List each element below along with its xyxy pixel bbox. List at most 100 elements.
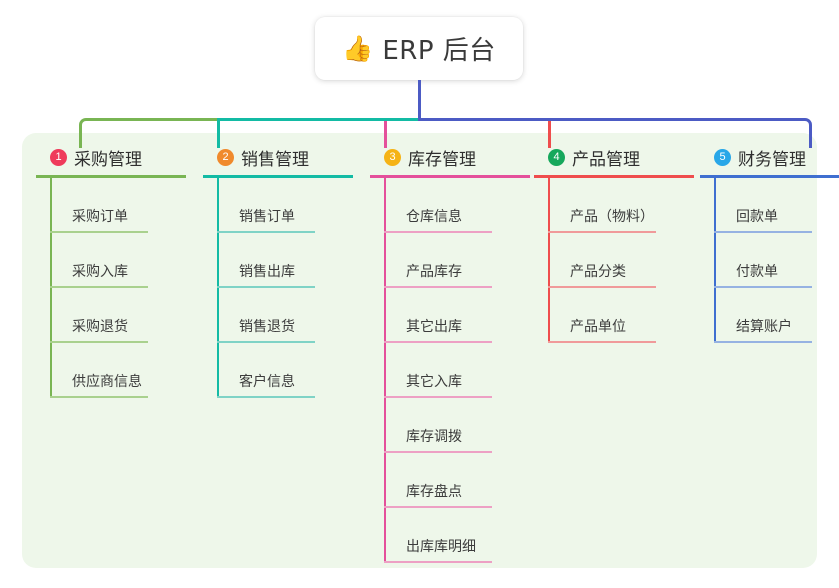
branch-item-label: 产品分类 xyxy=(570,264,626,280)
branch-number-badge: 3 xyxy=(384,148,401,166)
branch-item-rule xyxy=(217,341,315,343)
root-title: ERP 后台 xyxy=(382,36,496,66)
branch-item-label: 库存盘点 xyxy=(406,484,462,500)
branch-item-label: 采购退货 xyxy=(72,319,128,335)
root-node[interactable]: 👍 ERP 后台 xyxy=(315,17,523,80)
branch-item-label: 产品单位 xyxy=(570,319,626,335)
branch-item[interactable]: 回款单 xyxy=(714,178,839,233)
branch-item-rule xyxy=(714,231,812,233)
branch-item-rule xyxy=(50,341,148,343)
branch-item[interactable]: 销售出库 xyxy=(217,233,353,288)
branch-item-rule xyxy=(384,561,492,563)
branch-item-rule xyxy=(384,396,492,398)
branch-number-badge: 5 xyxy=(714,148,731,166)
branch-item[interactable]: 采购退货 xyxy=(50,288,186,343)
branch-item-label: 结算账户 xyxy=(736,319,792,335)
branch-item-label: 采购入库 xyxy=(72,264,128,280)
branch-item-label: 销售出库 xyxy=(239,264,295,280)
branch-spine xyxy=(384,178,386,563)
branch-drop-2 xyxy=(217,118,220,148)
branch-item-label: 产品（物料） xyxy=(570,209,654,225)
branch-header[interactable]: 4 产品管理 xyxy=(534,145,694,170)
branch-title: 财务管理 xyxy=(738,149,806,170)
branch-number-badge: 2 xyxy=(217,148,234,166)
trunk-elbow-left xyxy=(79,118,93,148)
branch-item-label: 其它入库 xyxy=(406,374,462,390)
branch-item-rule xyxy=(548,341,656,343)
branch-drop-3 xyxy=(384,118,387,148)
branch-item[interactable]: 出库库明细 xyxy=(384,508,530,563)
branch-item[interactable]: 结算账户 xyxy=(714,288,839,343)
branch-item[interactable]: 采购订单 xyxy=(50,178,186,233)
branch-item-rule xyxy=(217,286,315,288)
branch-number-badge: 4 xyxy=(548,148,565,166)
branch-item[interactable]: 销售订单 xyxy=(217,178,353,233)
branch-item-rule xyxy=(384,506,492,508)
branch-number-badge: 1 xyxy=(50,148,67,166)
branch-item[interactable]: 其它出库 xyxy=(384,288,530,343)
branch-item[interactable]: 采购入库 xyxy=(50,233,186,288)
branch-1[interactable]: 1 采购管理采购订单采购入库采购退货供应商信息 xyxy=(36,145,186,398)
branch-item[interactable]: 客户信息 xyxy=(217,343,353,398)
branch-header-rule xyxy=(534,175,694,178)
branch-spine xyxy=(714,178,716,343)
branch-header-rule xyxy=(203,175,353,178)
branch-item[interactable]: 其它入库 xyxy=(384,343,530,398)
branch-item-rule xyxy=(384,341,492,343)
branch-item-rule xyxy=(50,286,148,288)
branch-items: 采购订单采购入库采购退货供应商信息 xyxy=(50,178,186,398)
branch-item-rule xyxy=(50,231,148,233)
branch-spine xyxy=(217,178,219,398)
branch-item-rule xyxy=(384,231,492,233)
branch-item-label: 其它出库 xyxy=(406,319,462,335)
branch-item-rule xyxy=(714,341,812,343)
branch-item[interactable]: 库存调拨 xyxy=(384,398,530,453)
diagram-panel xyxy=(22,133,817,568)
branch-header[interactable]: 2 销售管理 xyxy=(203,145,353,170)
branch-item-label: 库存调拨 xyxy=(406,429,462,445)
branch-2[interactable]: 2 销售管理销售订单销售出库销售退货客户信息 xyxy=(203,145,353,398)
branch-header[interactable]: 1 采购管理 xyxy=(36,145,186,170)
branch-drop-4 xyxy=(548,118,551,148)
branch-item[interactable]: 产品库存 xyxy=(384,233,530,288)
branch-items: 销售订单销售出库销售退货客户信息 xyxy=(217,178,353,398)
branch-header-rule xyxy=(370,175,530,178)
branch-items: 产品（物料） 产品分类产品单位 xyxy=(548,178,694,343)
branch-header-rule xyxy=(36,175,186,178)
branch-item-rule xyxy=(217,396,315,398)
branch-title: 采购管理 xyxy=(74,149,142,170)
branch-item-rule xyxy=(548,286,656,288)
branch-item[interactable]: 销售退货 xyxy=(217,288,353,343)
branch-5[interactable]: 5 财务管理回款单付款单结算账户 xyxy=(700,145,839,343)
branch-item-label: 客户信息 xyxy=(239,374,295,390)
branch-header[interactable]: 5 财务管理 xyxy=(700,145,839,170)
branch-item[interactable]: 产品分类 xyxy=(548,233,694,288)
branch-item[interactable]: 库存盘点 xyxy=(384,453,530,508)
branch-item[interactable]: 供应商信息 xyxy=(50,343,186,398)
branch-item[interactable]: 产品（物料） xyxy=(548,178,694,233)
branch-item-label: 付款单 xyxy=(736,264,778,280)
branch-item-label: 销售订单 xyxy=(239,209,295,225)
branch-item-rule xyxy=(384,286,492,288)
thumbs-up-icon: 👍 xyxy=(342,34,374,63)
branch-item-label: 供应商信息 xyxy=(72,374,142,390)
branch-4[interactable]: 4 产品管理产品（物料） 产品分类产品单位 xyxy=(534,145,694,343)
branch-item[interactable]: 付款单 xyxy=(714,233,839,288)
branch-item[interactable]: 仓库信息 xyxy=(384,178,530,233)
branch-item-rule xyxy=(50,396,148,398)
branch-item-rule xyxy=(714,286,812,288)
branch-item-label: 出库库明细 xyxy=(406,539,476,555)
branch-title: 产品管理 xyxy=(572,149,640,170)
trunk-segment-2 xyxy=(217,118,418,121)
root-stem xyxy=(418,80,421,120)
branch-item-label: 产品库存 xyxy=(406,264,462,280)
branch-title: 销售管理 xyxy=(241,149,309,170)
branch-item-label: 回款单 xyxy=(736,209,778,225)
branch-items: 仓库信息产品库存其它出库其它入库库存调拨库存盘点出库库明细 xyxy=(384,178,530,563)
branch-item-label: 仓库信息 xyxy=(406,209,462,225)
branch-item-rule xyxy=(548,231,656,233)
branch-item[interactable]: 产品单位 xyxy=(548,288,694,343)
branch-spine xyxy=(50,178,52,398)
